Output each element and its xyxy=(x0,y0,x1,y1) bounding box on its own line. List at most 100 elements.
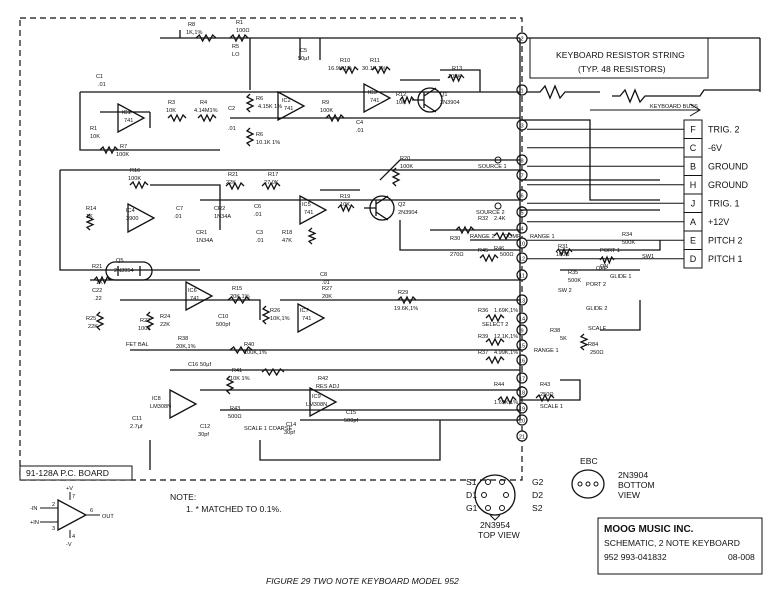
keyboard-buss-label: KEYBOARD BUSS xyxy=(650,104,698,110)
component-label-range1b: RANGE 1 xyxy=(534,348,559,354)
component-label-r19v: 10K xyxy=(340,202,350,208)
component-label-ic2v: 741 xyxy=(284,106,293,112)
resistor-symbol xyxy=(95,311,105,331)
board-pin-number: 18 xyxy=(519,390,525,396)
connector-pin-label: GROUND xyxy=(708,162,748,172)
component-label-r12: R12 xyxy=(396,92,406,98)
svg-text:7: 7 xyxy=(72,494,75,500)
component-label-range1: RANGE 1 xyxy=(530,234,555,240)
component-label-c8: C8 xyxy=(320,272,327,278)
connector-pin-letter: F xyxy=(690,125,696,135)
component-label-r6v: 4.15K 1% xyxy=(258,104,282,110)
component-label-r34v: 500K xyxy=(622,240,635,246)
component-label-sw1: SW1 xyxy=(642,254,654,260)
component-label-scale1c: SCALE 1 COARSE xyxy=(244,426,292,432)
component-label-r43: R43 xyxy=(540,382,550,388)
component-label-r41v: 10K 1% xyxy=(230,376,250,382)
component-label-c4: C4 xyxy=(356,120,363,126)
component-label-ic1: IC1 xyxy=(122,110,131,116)
component-label-r24v: 22K xyxy=(160,322,170,328)
component-label-r31: R31 xyxy=(558,244,568,250)
component-label-r34: R34 xyxy=(622,232,632,238)
keyboard-string-box xyxy=(529,37,709,79)
component-label-c7v: .01 xyxy=(174,214,182,220)
component-label-cr1: CR1 xyxy=(196,230,207,236)
component-label-r45: R45 xyxy=(478,248,488,254)
resistor-symbol xyxy=(93,275,111,285)
component-label-c6v: .01 xyxy=(254,212,262,218)
component-label-r22b: R21 xyxy=(92,264,102,270)
component-label-c8v: .01 xyxy=(322,280,330,286)
svg-text:VIEW: VIEW xyxy=(618,490,641,500)
resistor-symbol xyxy=(455,225,475,235)
resistor-symbol xyxy=(579,333,589,351)
component-label-ic8v: LM308N xyxy=(150,404,171,410)
component-label-q1: Q1 xyxy=(440,92,447,98)
opamp-group xyxy=(117,82,392,420)
string-wire-main xyxy=(527,84,760,104)
component-label-r84: R84 xyxy=(588,342,598,348)
component-label-c16v: 50µf xyxy=(200,362,211,368)
component-label-r26: R26 xyxy=(270,308,280,314)
component-label-r25v: 22K xyxy=(88,324,98,330)
component-label-c6: C6 xyxy=(254,204,261,210)
component-label-r40v: 100K,1% xyxy=(244,350,267,356)
figure-caption: FIGURE 29 TWO NOTE KEYBOARD MODEL 952 xyxy=(266,576,459,586)
component-label-rpot: R42 xyxy=(318,376,328,382)
svg-text:3: 3 xyxy=(52,526,55,532)
resistor-symbol xyxy=(85,213,95,231)
resistor-symbol xyxy=(167,113,187,123)
resistor-symbol xyxy=(599,255,615,265)
component-label-r35: R35 xyxy=(568,270,578,276)
resistor-symbol xyxy=(479,253,499,263)
component-label-q2v: 2N3904 xyxy=(398,210,418,216)
connector-pin-letter: E xyxy=(690,236,696,246)
component-label-r14v: 1K xyxy=(86,214,93,220)
component-label-r46: R46 xyxy=(494,246,504,252)
svg-text:2N3904: 2N3904 xyxy=(618,470,648,480)
component-label-r39v: 12.1K,1% xyxy=(494,334,518,340)
svg-text:S1: S1 xyxy=(466,477,477,487)
board-pin-number: 10 xyxy=(519,241,525,247)
resistor-symbol xyxy=(307,227,317,245)
component-label-r4: R4 xyxy=(200,100,207,106)
resistor-symbol xyxy=(485,355,505,365)
opamp-symbol xyxy=(309,386,338,418)
component-label-c12: C12 xyxy=(200,424,210,430)
component-label-c2: C2 xyxy=(228,106,235,112)
connector-pin-label: +12V xyxy=(708,217,729,227)
resistor-symbol xyxy=(245,127,255,147)
component-label-r29v: 19.6K,1% xyxy=(394,306,418,312)
component-label-c10v: 500pf xyxy=(216,322,230,328)
component-label-c14: C14 xyxy=(286,422,296,428)
component-label-select2: SELECT 2 xyxy=(482,322,508,328)
svg-text:08-008: 08-008 xyxy=(728,552,755,562)
svg-text:2N3954: 2N3954 xyxy=(480,520,510,530)
component-label-r12v: 10K xyxy=(396,100,406,106)
board-pin-number: 1 xyxy=(520,88,523,94)
keyboard-string-sub: (TYP. 48 RESISTORS) xyxy=(578,64,666,74)
note-heading: NOTE: xyxy=(170,492,196,502)
component-label-r19: R19 xyxy=(340,194,350,200)
resistor-symbol xyxy=(337,203,355,213)
component-label-r22v: 100K xyxy=(138,326,151,332)
component-label-c22v: .22 xyxy=(94,296,102,302)
component-label-r22bv: 1K xyxy=(96,280,103,286)
component-label-off: OFF xyxy=(596,266,608,272)
component-label-c5: C5 xyxy=(300,48,307,54)
component-label-c14v: 30pf xyxy=(284,430,295,436)
svg-text:G1: G1 xyxy=(466,503,478,513)
component-label-c3v: .01 xyxy=(256,238,264,244)
component-label-r7: R7 xyxy=(120,144,127,150)
component-label-r4v: 4.14M1% xyxy=(194,108,218,114)
component-label-r29: R29 xyxy=(398,290,408,296)
opamp-symbol xyxy=(169,388,198,420)
board-pin-number: 9 xyxy=(520,328,523,334)
component-label-r41: R41 xyxy=(232,368,242,374)
component-label-ic6: IC6 xyxy=(188,288,197,294)
component-label-r43bv: 500Ω xyxy=(228,414,242,420)
board-pin-number: 5 xyxy=(520,210,523,216)
component-label-port1: PORT 1 xyxy=(600,248,620,254)
